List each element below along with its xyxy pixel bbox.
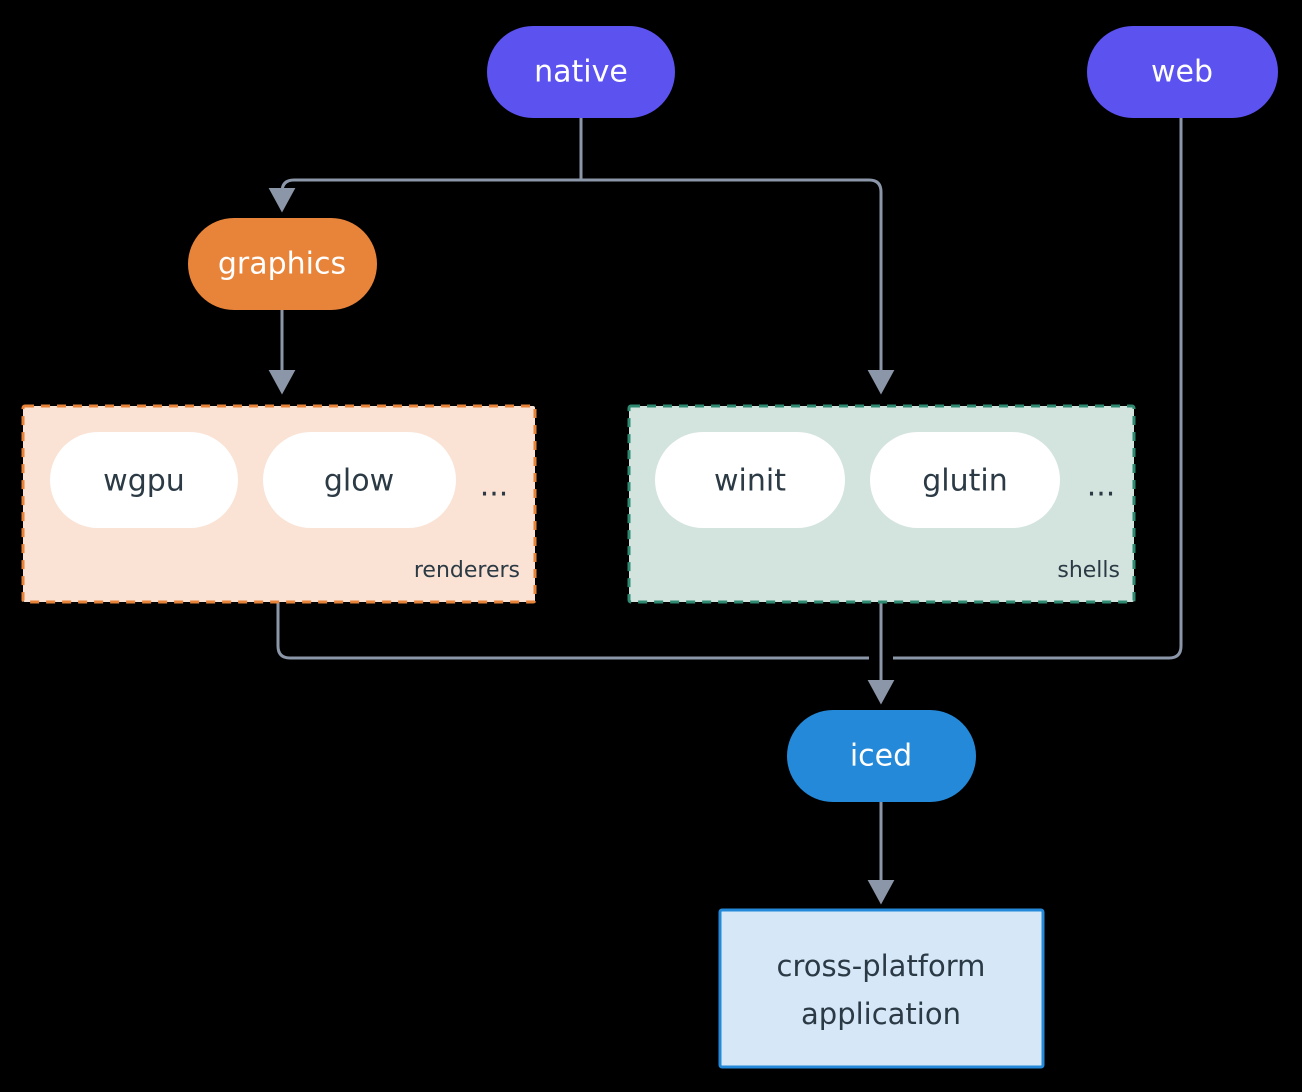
node-graphics-shape bbox=[188, 218, 377, 310]
chip-winit-label: winit bbox=[714, 464, 786, 499]
edge-native-to-graphics bbox=[268, 178, 581, 213]
node-iced-shape bbox=[787, 710, 976, 802]
shells-caption: shells bbox=[1057, 558, 1120, 583]
node-graphics-label: graphics bbox=[218, 247, 346, 282]
shells-ellipsis: ... bbox=[1087, 469, 1116, 504]
node-native-shape bbox=[487, 26, 675, 118]
chip-winit[interactable] bbox=[655, 432, 845, 528]
node-application-label-line1: cross-platform bbox=[777, 949, 986, 983]
edge-renderers-to-iced bbox=[276, 602, 869, 660]
renderers-caption: renderers bbox=[414, 558, 520, 583]
chip-glow[interactable] bbox=[263, 432, 456, 528]
chip-wgpu[interactable] bbox=[50, 432, 238, 528]
node-graphics[interactable]: graphics bbox=[188, 218, 377, 310]
node-web-label: web bbox=[1151, 55, 1213, 90]
node-iced[interactable]: iced bbox=[787, 710, 976, 802]
chip-glutin-label: glutin bbox=[922, 464, 1008, 499]
node-web[interactable]: web bbox=[1087, 26, 1278, 118]
node-application-shape bbox=[718, 908, 1045, 1069]
node-application[interactable]: cross-platform application bbox=[718, 908, 1045, 1069]
node-native-label: native bbox=[534, 55, 628, 90]
chip-glow-label: glow bbox=[324, 464, 394, 499]
edge-web-to-iced bbox=[893, 118, 1183, 660]
chip-glutin[interactable] bbox=[870, 432, 1060, 528]
group-renderers[interactable]: wgpu glow ... renderers bbox=[21, 404, 537, 604]
node-iced-label: iced bbox=[850, 739, 912, 774]
group-shells[interactable]: winit glutin ... shells bbox=[627, 404, 1136, 604]
node-native[interactable]: native bbox=[487, 26, 675, 118]
edge-layer bbox=[268, 118, 1183, 905]
renderers-ellipsis: ... bbox=[480, 469, 509, 504]
edge-native-to-shells bbox=[581, 178, 895, 395]
node-web-shape bbox=[1087, 26, 1278, 118]
node-application-label-line2: application bbox=[801, 997, 961, 1031]
chip-wgpu-label: wgpu bbox=[103, 464, 185, 499]
